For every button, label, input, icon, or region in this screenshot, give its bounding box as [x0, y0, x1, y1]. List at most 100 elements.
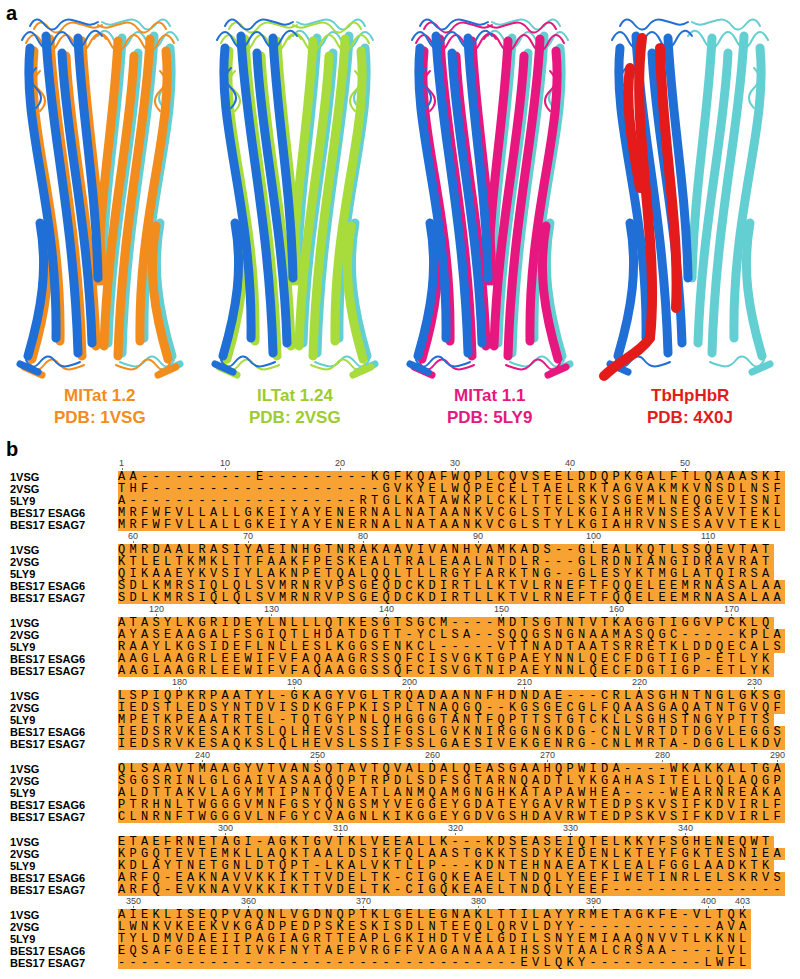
ruler-number: 280 — [655, 750, 670, 760]
sequence-name: 2VSG — [10, 921, 39, 933]
sequence-name: BES17 ESAG6 — [10, 872, 85, 884]
sequence-name: 5LY9 — [10, 787, 35, 799]
sequence-row: AYASEAAGALFSGIQTLHDATDGTT-YCLSA--SQQGSNG… — [118, 629, 785, 641]
sequence-row: EQSAFGEEEITIVKFNYTAEPVRGFFVAGANAAAIHSSVT… — [118, 945, 751, 957]
sequence-row: CLNRNFTWGGGVLNFGYCVAGNLKIKGGEYGDVGSHDAVR… — [118, 811, 785, 823]
ruler-tick — [248, 541, 249, 543]
sequence-row: ETAEFRNETAGI-AGKTGVTKLVEEALLK---KDSEASEI… — [118, 836, 774, 848]
ruler-tick — [225, 468, 226, 470]
sequence-name: BES17 ESAG7 — [10, 665, 85, 677]
sequence-row: MPETKPEAATRTEL-TQTGYPNLQHGGGTANTFQPTTSTG… — [118, 714, 774, 726]
ruler-number: 150 — [494, 604, 509, 614]
ruler-tick — [363, 541, 364, 543]
ruler-number: 380 — [471, 896, 486, 906]
sequence-row: AAGLAAGRLEEWIFVFAQAAGRSSQFCISVGKTGPAEYNN… — [118, 653, 774, 665]
ruler-tick — [685, 833, 686, 835]
ruler-number: 130 — [264, 604, 279, 614]
sequence-name: 1VSG — [10, 617, 39, 629]
sequence-name: 2VSG — [10, 629, 39, 641]
sequence-name: 5LY9 — [10, 641, 35, 653]
ruler-tick — [524, 687, 525, 689]
sequence-row: IEDSRVKESAQKSLQLHEVSLSSIFSSLGAESIVEKGENR… — [118, 738, 785, 750]
sequence-row: ALDTTAKVLAGYMTIPNTQVEATLANMQAMGNGHKATAPA… — [118, 787, 785, 799]
ruler-tick — [133, 541, 134, 543]
sequence-name: BES17 ESAG7 — [10, 519, 85, 531]
ruler-number: 80 — [358, 531, 368, 541]
sequence-name: 5LY9 — [10, 860, 35, 872]
ruler-tick — [340, 468, 341, 470]
ruler-number: 370 — [356, 896, 371, 906]
ruler-tick — [202, 760, 203, 762]
sequence-name: BES17 ESAG7 — [10, 884, 85, 896]
sequence-name: 5LY9 — [10, 933, 35, 945]
structure-label: TbHpHbR — [651, 386, 729, 406]
ruler-tick — [455, 468, 456, 470]
ruler-tick — [501, 614, 502, 616]
sequence-name: 5LY9 — [10, 714, 35, 726]
ruler-tick — [570, 833, 571, 835]
ruler-tick — [547, 760, 548, 762]
ruler-tick — [639, 687, 640, 689]
ruler-tick — [570, 468, 571, 470]
sequence-name: 1VSG — [10, 909, 39, 921]
sequence-row: SGGSRINLGLGAIVASAAQQPTRPDLSDFSGTARNQADTL… — [118, 775, 785, 787]
structure-label: ILTat 1.24 — [257, 386, 333, 406]
sequence-row: A--------------------RTGLKATAWKPLCKLTTEL… — [118, 495, 785, 507]
ruler-number: 320 — [448, 823, 463, 833]
ruler-tick — [708, 906, 709, 908]
ruler-tick — [340, 833, 341, 835]
sequence-name: 2VSG — [10, 775, 39, 787]
sequence-row: MRFWFVLLALLGKEIYAYENERNALNATAANKVCGLSTYL… — [118, 519, 785, 531]
structure-label: PDB: 2VSG — [249, 408, 341, 428]
sequence-name: BES17 ESAG7 — [10, 957, 85, 969]
structure-1vsg — [20, 19, 180, 375]
ruler-tick — [478, 541, 479, 543]
sequence-row: SDLKMRSIQLQLSVMRNRVPSGEQDCKDIRTLLKTVLRNE… — [118, 580, 785, 592]
ruler-number: 120 — [149, 604, 164, 614]
ruler-tick — [386, 614, 387, 616]
ruler-tick — [122, 468, 123, 470]
ruler-number: 230 — [747, 677, 762, 687]
sequence-name: 1VSG — [10, 690, 39, 702]
ruler-tick — [179, 687, 180, 689]
ruler-number: 220 — [632, 677, 647, 687]
ruler-tick — [593, 906, 594, 908]
sequence-row: KTLELTKMKLTTFAAKFPESKEALTRALEAALNTDLR---… — [118, 556, 774, 568]
ruler-tick — [685, 468, 686, 470]
ruler-number: 350 — [126, 896, 141, 906]
sequence-row: KDLAYTNETGNLDTQPT-LKALVKTLLP---KDNTEHNAE… — [118, 860, 774, 872]
ruler-tick — [317, 760, 318, 762]
structure-label: PDB: 1VSG — [54, 408, 146, 428]
panel-letter: a — [6, 2, 17, 25]
ruler-tick — [409, 687, 410, 689]
ruler-number: 260 — [425, 750, 440, 760]
sequence-row: -----------------------------------EVLQK… — [118, 957, 751, 969]
ruler-number: 30 — [450, 458, 460, 468]
structure-2vsg — [215, 19, 375, 375]
ruler-tick — [478, 906, 479, 908]
ruler-number: 100 — [586, 531, 601, 541]
ruler-number: 90 — [473, 531, 483, 541]
ruler-number: 10 — [220, 458, 230, 468]
sequence-name: 1VSG — [10, 471, 39, 483]
ruler-number: 240 — [195, 750, 210, 760]
ruler-number: 170 — [724, 604, 739, 614]
sequence-row: SDLKMRSIQLQLSVMRNRVPSGEQDCKDIRTLLKTVLRNE… — [118, 592, 785, 604]
sequence-row: MRFWFVLLALLGKEIYAYENERNALNATAANKVCGLSTYL… — [118, 507, 785, 519]
ruler-number: 330 — [563, 823, 578, 833]
ruler-tick — [363, 906, 364, 908]
ruler-number: 250 — [310, 750, 325, 760]
ruler-number: 140 — [379, 604, 394, 614]
ruler-number: 360 — [241, 896, 256, 906]
sequence-name: 1VSG — [10, 836, 39, 848]
ruler-number: 70 — [243, 531, 253, 541]
sequence-row: AAGIAAGRLEEWIFVFAQAAGGSSQFCISVGTNIPAEYNN… — [118, 665, 774, 677]
sequence-row: LSPIQPKRPAATYL-GKAGYVGLTRQADAANNFHDNDAE-… — [118, 690, 785, 702]
sequence-name: BES17 ESAG6 — [10, 507, 85, 519]
ruler-tick — [731, 614, 732, 616]
sequence-row: QLSAAVTMAAGYVTVANSQTAVTQVALDALQEASGAAHQP… — [118, 763, 785, 775]
protein-structures — [0, 0, 800, 382]
sequence-name: BES17 ESAG6 — [10, 580, 85, 592]
sequence-name: BES17 ESAG7 — [10, 811, 85, 823]
structure-label: PDB: 5LY9 — [447, 408, 532, 428]
